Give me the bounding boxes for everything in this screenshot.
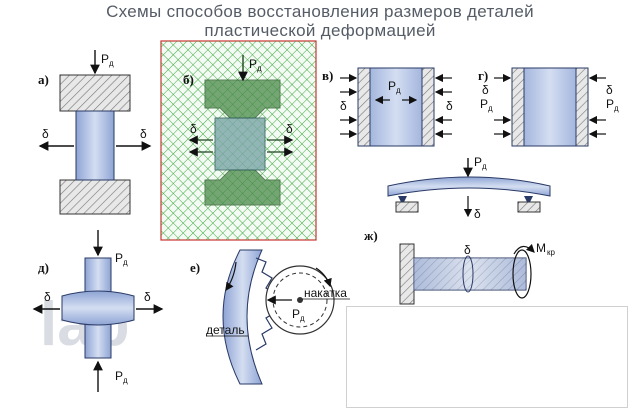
moment-subscript: кр [547,248,556,257]
part-label: деталь [206,323,245,337]
support-tip-left [398,196,407,202]
delta-label: δ [474,207,481,221]
force-label: P [249,57,257,71]
bushing-wall-left [357,67,371,147]
blank-overlay-panel [346,306,628,408]
tool-label: накатка [304,286,347,300]
panel-a-upsetting: а) P д δ δ [38,50,152,215]
bushing-wall-right [421,67,435,147]
force-subscript-top: д [123,258,128,267]
force-label-right: P [606,97,614,111]
bushing-wall-right [575,67,589,147]
panel-bending: P д δ [387,155,551,221]
delta-right: δ [606,83,613,97]
delta-right: δ [144,290,151,304]
force-label-top: P [115,251,123,265]
panel-g-compression: г) δ δ P д P д [478,67,619,147]
delta-left: δ [482,83,489,97]
workpiece [75,110,115,181]
bent-beam [387,176,551,197]
delta-right: δ [140,127,147,141]
delta-right: δ [446,99,453,113]
force-label-bottom: P [115,369,123,383]
wheel-rotation-arrow [315,267,332,288]
bushing-body [511,67,589,147]
panel-a-letter: а) [38,72,49,87]
delta-left: δ [340,99,347,113]
shaft-twist-lines [414,258,526,290]
force-subscript-bottom: д [123,376,128,385]
force-subscript: д [109,59,114,68]
wheel-axis [297,297,303,303]
delta-left: δ [42,127,49,141]
delta-label: δ [464,243,471,257]
support-tip-right [524,196,533,202]
force-label: P [292,307,300,321]
panel-b-letter: б) [183,72,194,87]
force-label: P [101,52,109,66]
delta-left: δ [190,122,197,136]
diagram-title-line2: пластической деформацией [204,21,436,40]
panel-d-letter: д) [38,260,49,275]
force-subscript-right: д [614,104,619,113]
force-subscript: д [482,162,487,171]
bushing-wall-left [511,67,525,147]
support-right [517,201,541,213]
panel-v-letter: в) [322,68,333,83]
delta-right: δ [286,122,293,136]
torque-ring [512,249,532,299]
fixed-wall [399,243,415,305]
force-label: P [474,155,482,169]
diagram-title-line1: Схемы способов восстановления размеров д… [106,2,534,21]
force-subscript: д [396,86,401,95]
panel-b-selected: б) P д δ δ [160,40,317,241]
panel-e-knurling: е) P д накатка деталь [190,249,350,385]
upper-die [59,74,131,112]
lower-die [59,179,131,215]
force-subscript: д [257,64,262,73]
shaft-section [462,255,474,293]
torque-arrow [513,243,535,255]
panel-zh-letter: ж) [364,228,378,243]
delta-left: δ [44,290,51,304]
part-arc [222,249,263,385]
force-label-left: P [480,97,488,111]
support-left [395,201,419,213]
force-label: P [388,79,396,93]
workpiece [214,117,266,171]
part-rotation-arrow [225,261,237,291]
force-subscript-left: д [488,104,493,113]
moment-label: M [536,241,546,255]
lower-punch [84,319,112,359]
panel-v-expansion: в) δ δ P д [322,67,453,147]
upper-punch [84,257,112,297]
bushing-body [357,67,435,147]
panel-g-letter: г) [478,68,488,83]
workpiece [61,290,135,326]
panel-zh-torsion: ж) δ M кр [364,228,556,305]
panel-e-letter: е) [190,260,200,275]
panel-d-spreading: д) P д P д δ δ [32,230,164,392]
force-subscript: д [300,314,305,323]
